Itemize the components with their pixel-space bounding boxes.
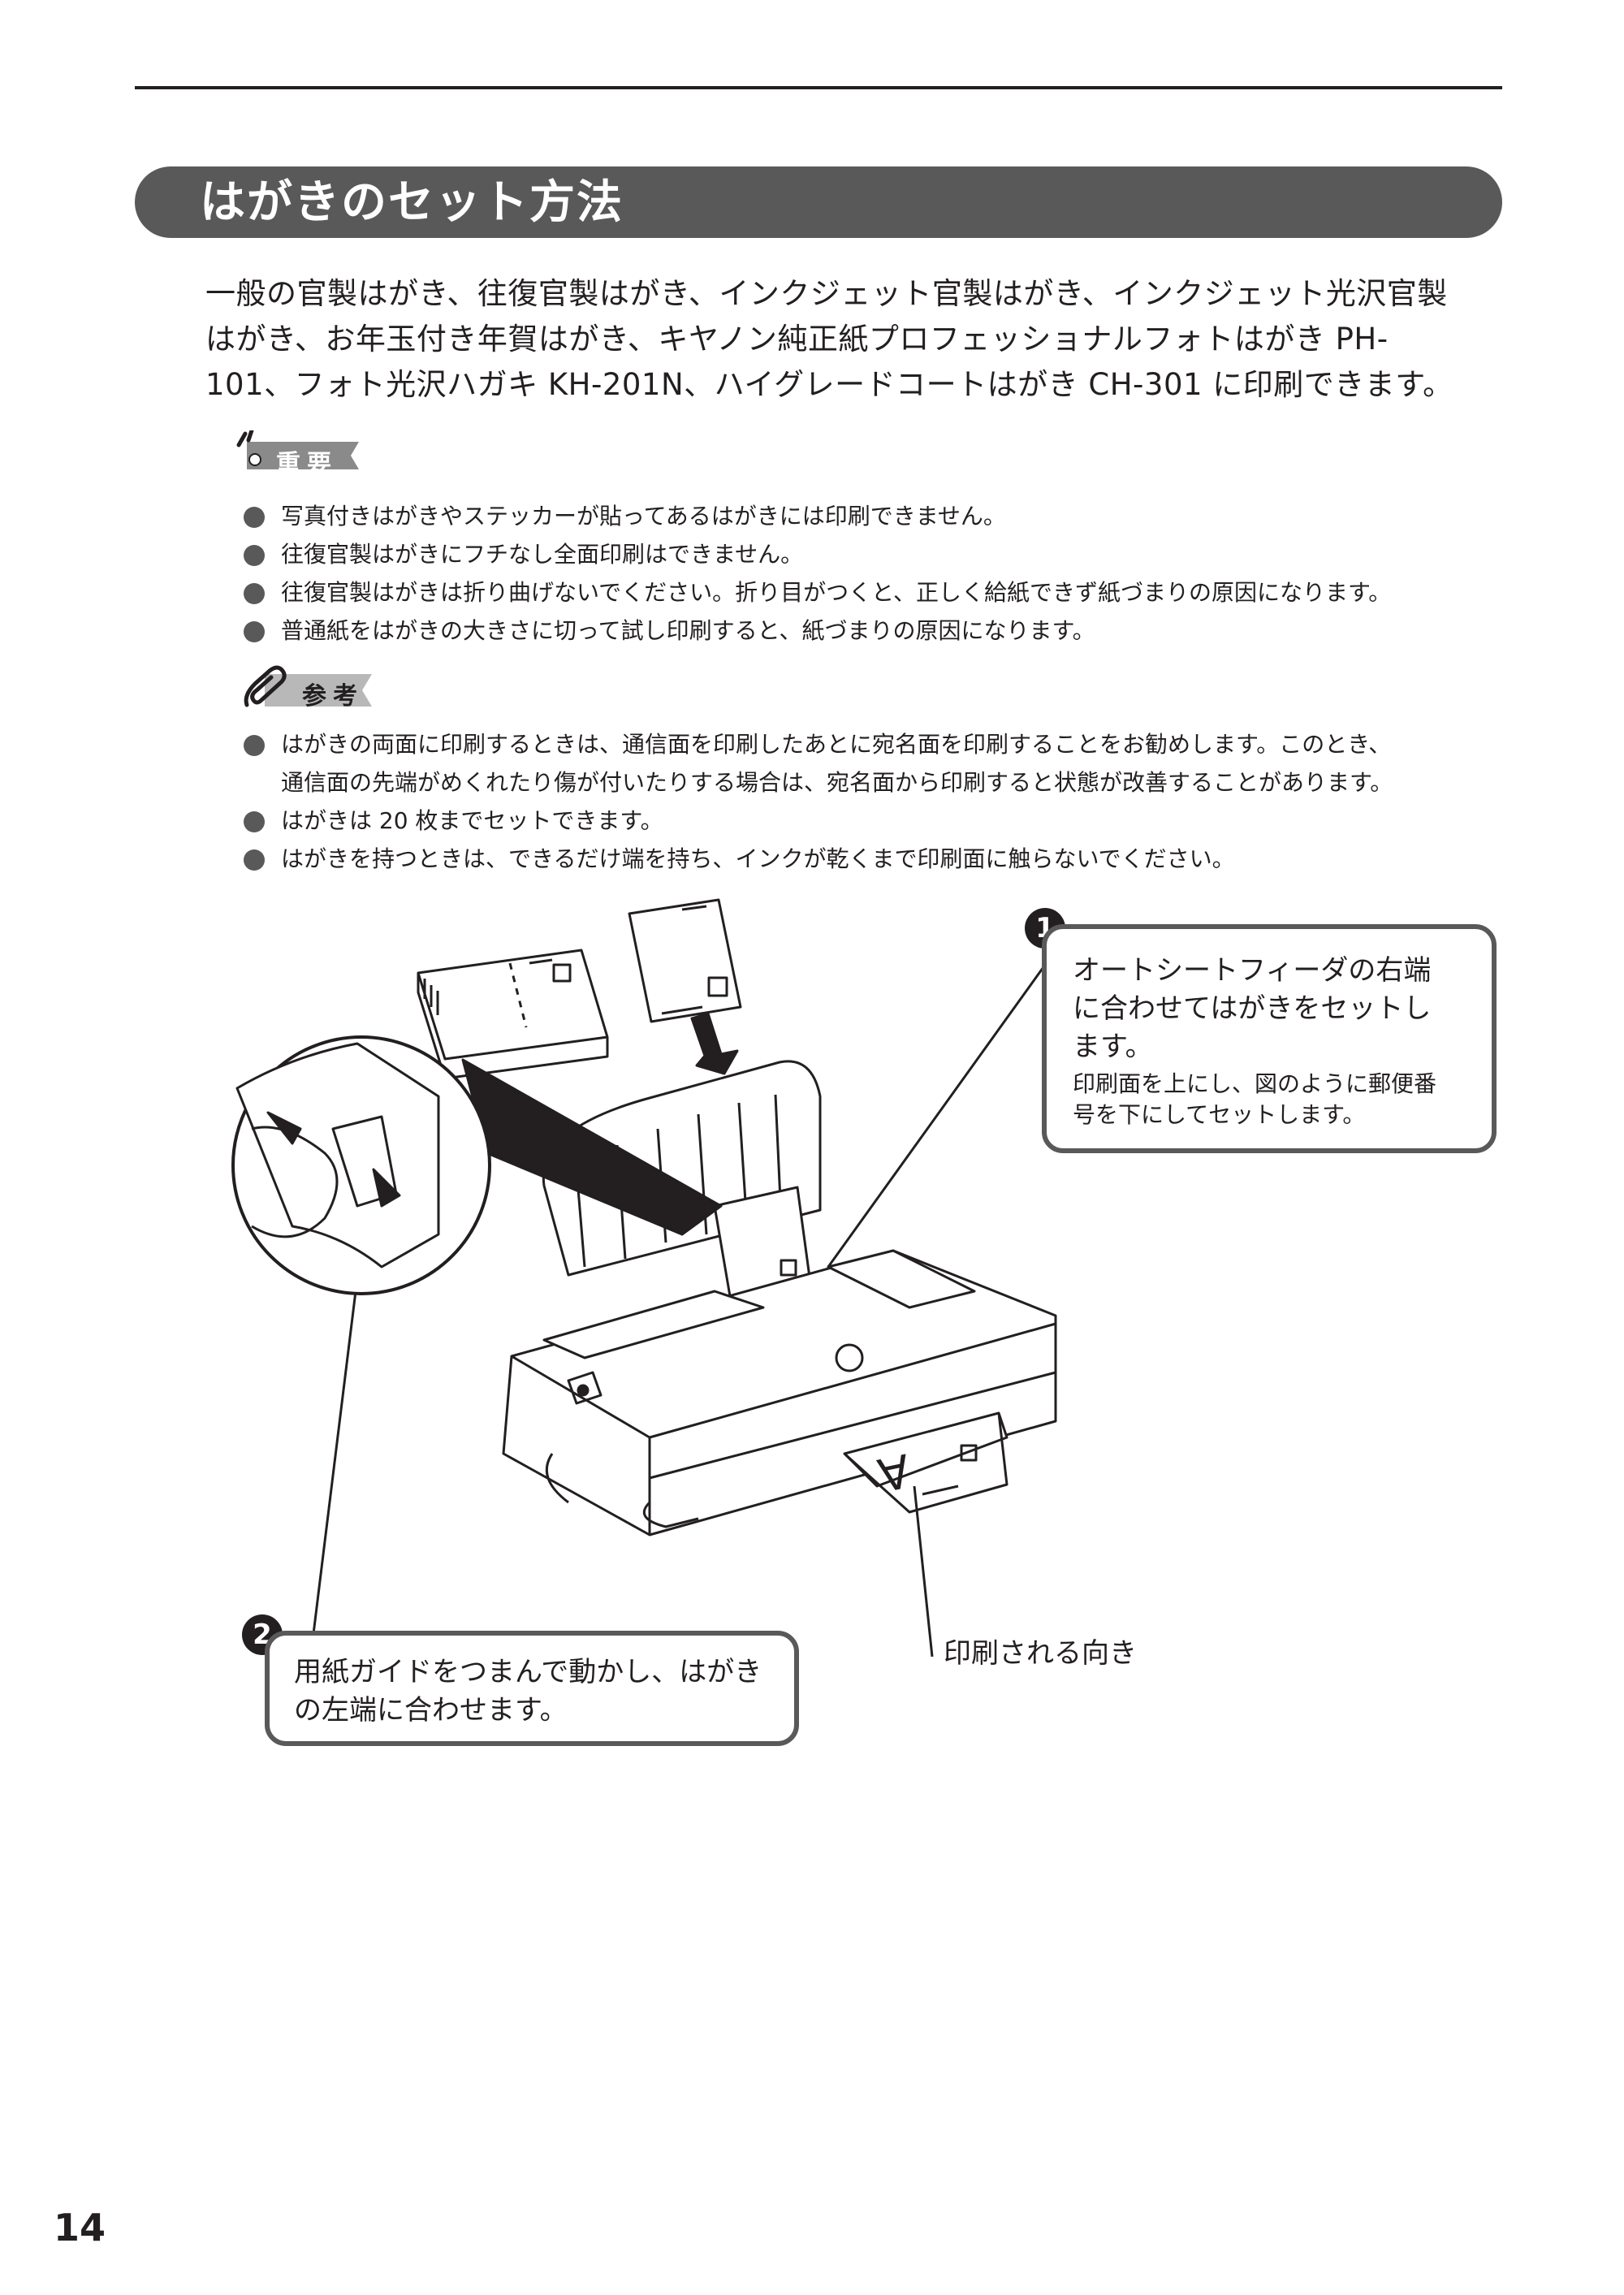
important-list: 写真付きはがきやステッカーが貼ってあるはがきには印刷できません。 往復官製はがき… <box>244 497 1527 650</box>
list-item: はがきを持つときは、できるだけ端を持ち、インクが乾くまで印刷面に触らないでくださ… <box>244 840 1527 878</box>
top-rule <box>135 86 1502 89</box>
list-item: 写真付きはがきやステッカーが貼ってあるはがきには印刷できません。 <box>244 497 1527 535</box>
intro-paragraph: 一般の官製はがき、往復官製はがき、インクジェット官製はがき、インクジェット光沢官… <box>205 271 1513 408</box>
step-1-heading: に合わせてはがきをセットし <box>1073 992 1432 1025</box>
list-item: 往復官製はがきにフチなし全面印刷はできません。 <box>244 535 1527 573</box>
postcard-stack-image <box>417 949 609 1080</box>
step-1-heading: オートシートフィーダの右端 <box>1073 954 1432 987</box>
direction-line <box>913 1485 934 1658</box>
reference-label: 参考 <box>302 682 364 711</box>
step-1-callout: オートシートフィーダの右端 に合わせてはがきをセットし ます。 印刷面を上にし、… <box>1042 924 1497 1153</box>
section-title-bar <box>135 166 1502 238</box>
step-2-text: の左端に合わせます。 <box>294 1694 568 1727</box>
printer-illustration: A <box>231 898 1057 1658</box>
bullet <box>244 811 265 832</box>
bullet <box>244 507 265 528</box>
paperclip-icon <box>244 665 372 707</box>
intro-line: 一般の官製はがき、往復官製はがき、インクジェット官製はがき、インクジェット光沢官… <box>205 276 1448 311</box>
printer-body <box>502 1249 1057 1536</box>
important-label: 重要 <box>276 450 338 478</box>
list-item: 往復官製はがきは折り曲げないでください。折り目がつくと、正しく給紙できず紙づまり… <box>244 573 1527 612</box>
right-arrow-icon <box>372 1168 401 1208</box>
step-2-callout: 用紙ガイドをつまんで動かし、はがき の左端に合わせます。 <box>265 1631 799 1746</box>
down-arrow-icon <box>690 1012 739 1075</box>
intro-line: 101、フォト光沢ハガキ KH-201N、ハイグレードコートはがき CH-301… <box>205 367 1453 402</box>
bullet <box>244 849 265 871</box>
list-item: はがきは 20 枚までセットできます。 <box>244 802 1527 840</box>
step-1-body: 号を下にしてセットします。 <box>1073 1101 1366 1128</box>
step-2-text: 用紙ガイドをつまんで動かし、はがき <box>294 1656 762 1688</box>
callout-line-1 <box>827 949 1057 1268</box>
bullet <box>244 583 265 604</box>
bullet <box>244 621 265 642</box>
reference-list: はがきの両面に印刷するときは、通信面を印刷したあとに宛名面を印刷することをお勧め… <box>244 725 1527 878</box>
bullet <box>244 735 265 756</box>
step-1-heading: ます。 <box>1073 1031 1153 1063</box>
reference-tag: 参考 <box>240 664 378 721</box>
left-arrow-icon <box>266 1111 302 1145</box>
output-postcard <box>843 1411 1009 1514</box>
print-direction-label: 印刷される向き <box>944 1637 1137 1670</box>
postcard-image <box>628 898 742 1023</box>
intro-line: はがき、お年玉付き年賀はがき、キヤノン純正紙プロフェッショナルフォトはがき PH… <box>205 322 1389 357</box>
callout-line-2 <box>311 1290 357 1641</box>
page-number: 14 <box>54 2206 106 2250</box>
exclamation-icon <box>236 428 359 469</box>
step-1-body: 印刷面を上にし、図のように郵便番 <box>1073 1070 1437 1097</box>
list-item: はがきの両面に印刷するときは、通信面を印刷したあとに宛名面を印刷することをお勧め… <box>244 725 1527 802</box>
bullet <box>244 545 265 566</box>
page-title: はがきのセット方法 <box>200 176 624 229</box>
list-item: 普通紙をはがきの大きさに切って試し印刷すると、紙づまりの原因になります。 <box>244 612 1527 650</box>
important-tag: 重要 <box>229 428 367 492</box>
